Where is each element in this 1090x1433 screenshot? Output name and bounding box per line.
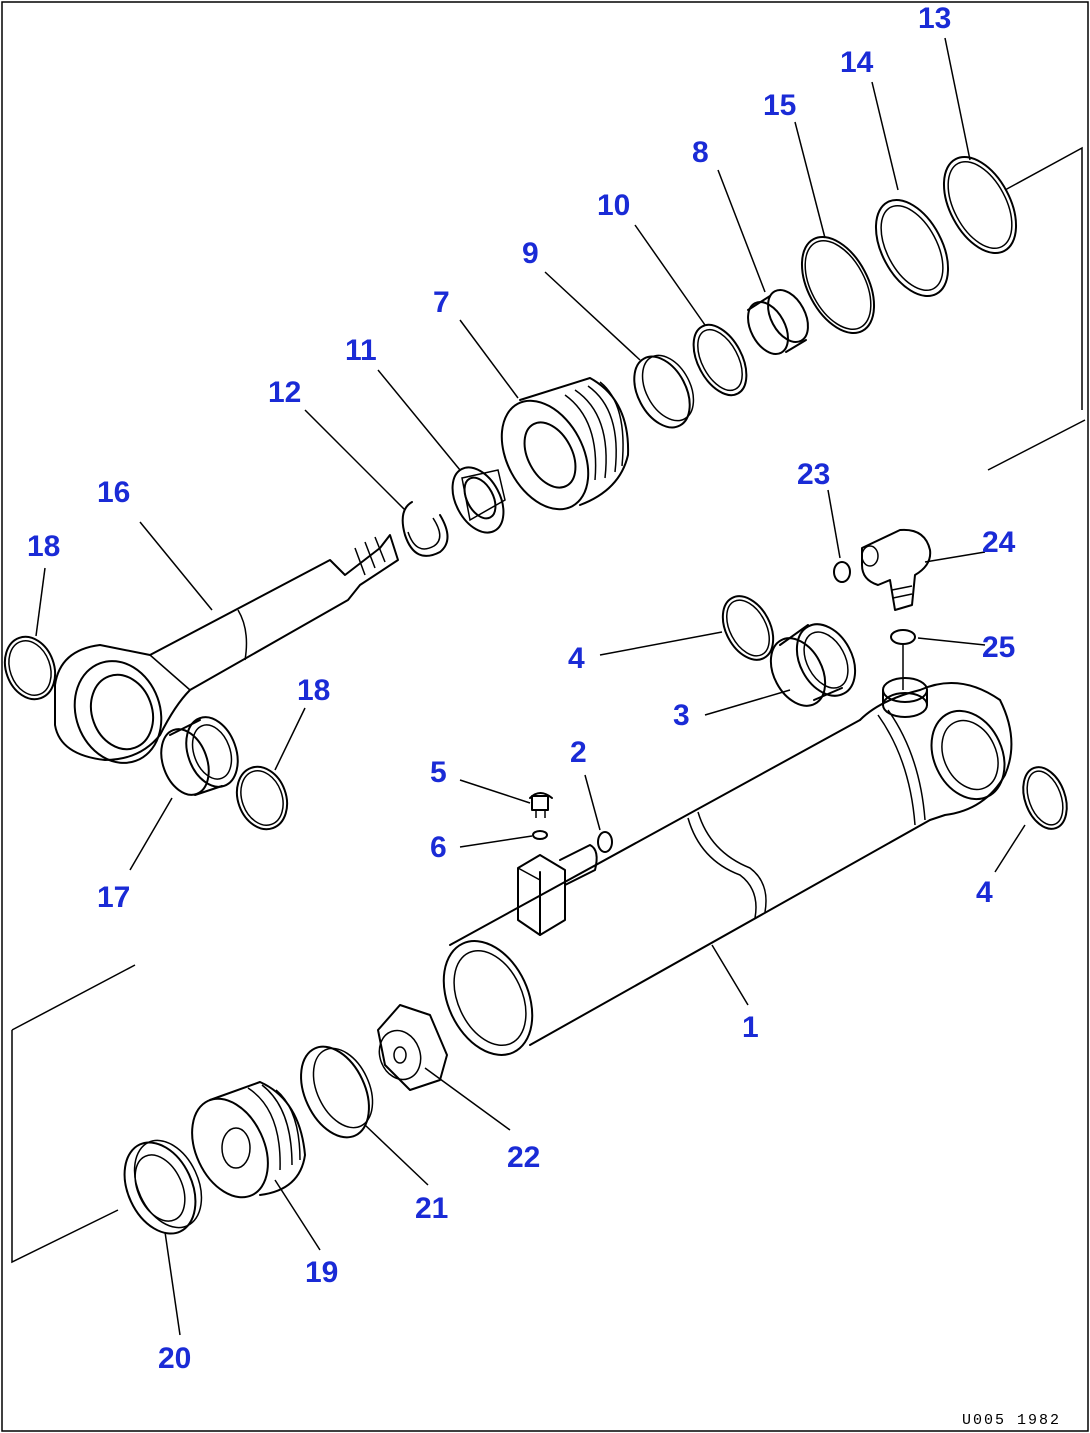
part-12-snap-ring — [401, 501, 449, 557]
part-13-ring — [942, 155, 1018, 255]
part-18-ring-left — [3, 635, 57, 701]
part-19-piston — [191, 1081, 306, 1199]
label-part-18-left: 18 — [27, 530, 60, 563]
leader-lines — [35, 37, 1026, 1336]
label-part-12: 12 — [268, 376, 301, 409]
label-part-24: 24 — [982, 526, 1016, 559]
part-6-oring — [532, 830, 548, 840]
part-15-ring — [800, 235, 876, 335]
label-part-2: 2 — [570, 736, 587, 769]
part-21-ring — [300, 1045, 374, 1139]
part-23-oring — [833, 561, 851, 583]
label-part-18-right: 18 — [297, 674, 330, 707]
part-2-oring — [597, 831, 613, 853]
label-part-22: 22 — [507, 1141, 540, 1174]
part-16-piston-rod — [54, 534, 399, 764]
part-1-cylinder-tube — [442, 677, 1013, 1056]
label-part-7: 7 — [433, 286, 450, 319]
part-5-fitting — [529, 792, 553, 818]
label-part-4-lower: 4 — [976, 876, 993, 909]
label-part-9: 9 — [522, 237, 539, 270]
part-4-ring-lower — [1022, 766, 1068, 830]
label-part-20: 20 — [158, 1342, 191, 1375]
part-labels: 13 14 15 8 10 9 7 11 12 16 18 18 17 23 2… — [27, 2, 1016, 1375]
part-4-ring-upper — [721, 595, 775, 661]
label-part-11: 11 — [345, 334, 377, 367]
part-25-oring — [890, 629, 916, 690]
drawing-code: U005 1982 — [962, 1412, 1061, 1429]
label-part-14: 14 — [840, 46, 874, 79]
part-20-ring — [123, 1139, 203, 1235]
part-14-ring — [874, 198, 950, 298]
part-7-piston — [500, 377, 630, 511]
part-9-ring — [633, 354, 695, 429]
part-11-nut — [451, 466, 506, 534]
label-part-19: 19 — [305, 1256, 338, 1289]
part-18-ring-right — [235, 765, 289, 831]
label-part-25: 25 — [982, 631, 1015, 664]
part-3-bushing — [769, 623, 857, 707]
part-24-elbow — [861, 528, 932, 611]
label-part-5: 5 — [430, 756, 447, 789]
part-8-bushing — [747, 289, 809, 355]
label-part-23: 23 — [797, 458, 830, 491]
label-part-16: 16 — [97, 476, 130, 509]
label-part-8: 8 — [692, 136, 709, 169]
label-part-4-upper: 4 — [568, 642, 585, 675]
label-part-21: 21 — [415, 1192, 448, 1225]
part-17-bushing — [160, 716, 239, 796]
label-part-10: 10 — [597, 189, 630, 222]
part-10-ring — [692, 323, 748, 397]
label-part-6: 6 — [430, 831, 447, 864]
label-part-1: 1 — [742, 1011, 759, 1044]
label-part-15: 15 — [763, 89, 796, 122]
label-part-3: 3 — [673, 699, 690, 732]
label-part-17: 17 — [97, 881, 130, 914]
part-22-nut — [377, 1004, 448, 1091]
label-part-13: 13 — [918, 2, 951, 35]
